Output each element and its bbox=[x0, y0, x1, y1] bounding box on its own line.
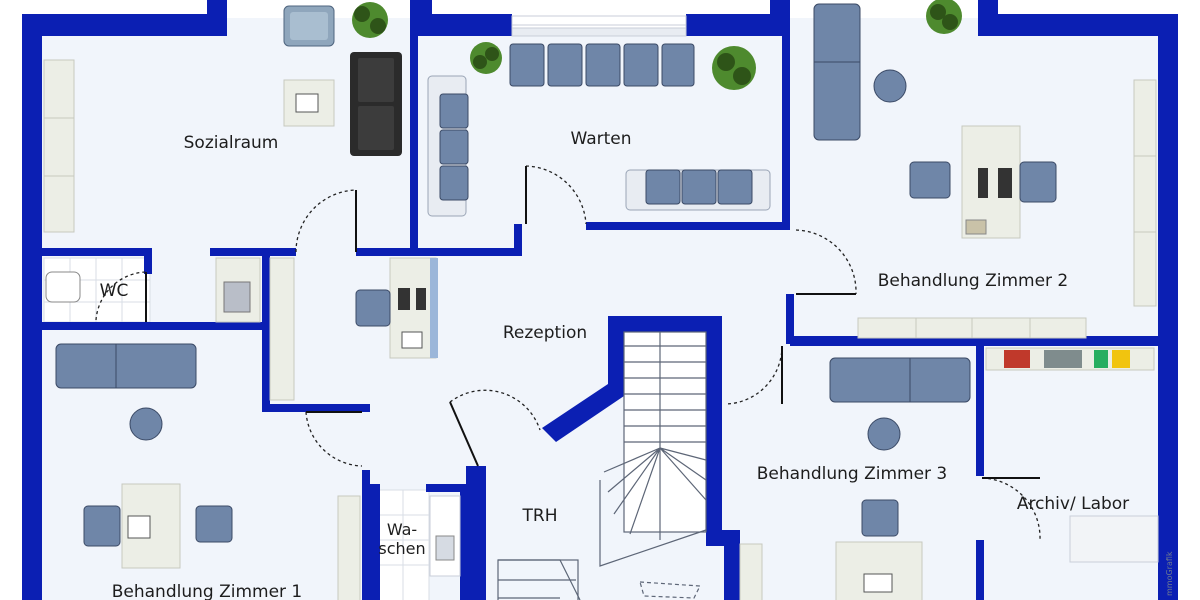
staircase bbox=[497, 331, 707, 600]
door-swings bbox=[95, 165, 1041, 541]
waschen-tiles bbox=[376, 489, 430, 600]
room-label-waschen: Wa- schen bbox=[378, 519, 426, 558]
plants bbox=[352, 0, 962, 90]
watermark-text: mmoGrafik bbox=[1165, 551, 1174, 596]
room-label-sozialraum: Sozialraum bbox=[183, 132, 279, 153]
room-label-behandlung-zimmer-1: Behandlung Zimmer 1 bbox=[111, 581, 303, 600]
room-label-trh: TRH bbox=[522, 505, 558, 526]
room-label-behandlung-zimmer-2: Behandlung Zimmer 2 bbox=[877, 270, 1069, 291]
reception-desk bbox=[215, 257, 438, 401]
waiting-chairs bbox=[427, 43, 771, 217]
sozialraum-furniture bbox=[43, 5, 402, 233]
room-label-warten: Warten bbox=[570, 128, 632, 149]
room-label-behandlung-zimmer-3: Behandlung Zimmer 3 bbox=[756, 463, 948, 484]
room-label-wc: WC bbox=[99, 280, 129, 301]
behandlung1-furniture bbox=[45, 271, 461, 600]
walls bbox=[22, 0, 1178, 600]
door-leaves bbox=[145, 166, 1040, 479]
room-label-archiv-labor: Archiv/ Labor bbox=[1016, 493, 1130, 514]
room-label-rezeption: Rezeption bbox=[502, 322, 588, 343]
behandlung3-furniture bbox=[739, 347, 1159, 600]
behandlung2-furniture bbox=[813, 3, 1157, 339]
